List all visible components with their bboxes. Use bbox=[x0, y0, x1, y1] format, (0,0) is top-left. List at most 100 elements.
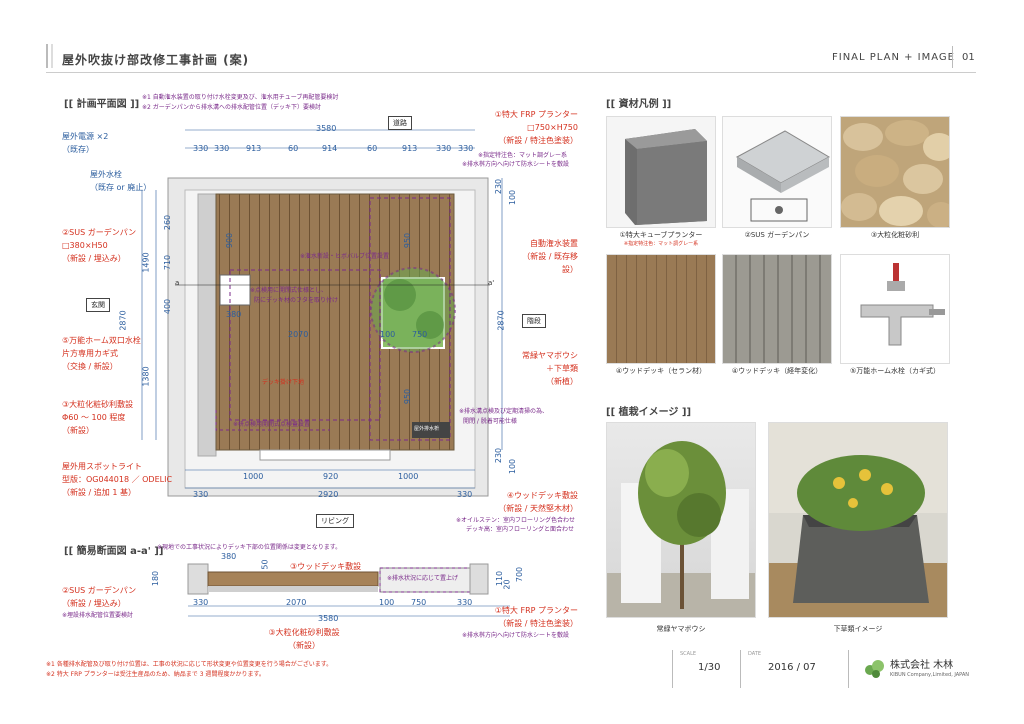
footer-note-1: ※1 各種排水配管及び取り付け位置は、工事の状況に応じて形状変更や位置変更を行う… bbox=[46, 661, 333, 668]
footer-scale-label: SCALE bbox=[680, 651, 697, 657]
material-photo-planter bbox=[606, 116, 716, 228]
inner-note-inspect-2: 防にデッキ材のフタを取り付け bbox=[254, 297, 339, 304]
dim-right-3: 2870 bbox=[496, 310, 506, 331]
dim-right-2: 100 bbox=[508, 189, 518, 206]
materials-title: [[ 資材凡例 ]] bbox=[606, 99, 672, 110]
planting-caption-2: 下草類イメージ bbox=[833, 625, 883, 633]
page-subtitle: FINAL PLAN + IMAGE bbox=[832, 52, 955, 63]
header-rule bbox=[46, 72, 976, 73]
section-callout-frp-planter: ①特大 FRP プランター（新設 / 特注色塗装） bbox=[494, 606, 578, 628]
sec-dim-3580: 3580 bbox=[318, 614, 339, 623]
sec-dim-2070: 2070 bbox=[286, 598, 307, 607]
material-caption-2: ②SUS ガーデンパン bbox=[744, 231, 810, 239]
callout-outdoor-faucet: 屋外水栓（既存 or 廃止） bbox=[90, 170, 152, 192]
dim-top-7: 913 bbox=[402, 144, 418, 153]
dim-right-1: 230 bbox=[494, 178, 504, 195]
dim-bottom-1: 1000 bbox=[243, 472, 264, 481]
callout-auto-irrigation: 自動潅水装置（新設 / 既存移設） bbox=[522, 239, 578, 274]
room-label-bottom: リビング bbox=[316, 514, 354, 528]
material-caption-1: ①特大キューブプランター bbox=[619, 231, 703, 239]
dim-left-3: 710 bbox=[163, 254, 173, 271]
dim-right-5: 100 bbox=[508, 458, 518, 475]
section-callout-frp-note: ※排水桝方向へ向けて防水シートを敷設 bbox=[462, 632, 570, 639]
callout-wood-deck-note-1: ※オイルステン：室内フローリング色合わせ bbox=[456, 517, 576, 524]
cut-marker-a-prime: a' bbox=[488, 279, 495, 287]
section-gravel-label: ③大粒化粧砂利敷設（新設） bbox=[268, 628, 340, 650]
planting-photo-yamaboushi bbox=[606, 422, 756, 618]
plan-note-2: ※2 ガーデンパンから排水溝への排水配管位置（デッキ下）要検討 bbox=[142, 104, 322, 111]
sec-dim-700: 700 bbox=[515, 566, 525, 583]
header-bar bbox=[46, 44, 48, 68]
dim-top-4: 60 bbox=[288, 144, 299, 153]
dim-inner-1: 380 bbox=[226, 310, 242, 319]
footer-date-label: DATE bbox=[748, 651, 762, 657]
material-caption-5: ④ウッドデッキ（経年変化） bbox=[731, 367, 823, 375]
material-photo-gravel bbox=[840, 116, 950, 228]
dim-top-6: 60 bbox=[367, 144, 378, 153]
inner-note-inspect-1: ※点検用に開閉式仕様とし、 bbox=[250, 287, 328, 294]
section-drawing bbox=[187, 563, 510, 617]
dim-bottom-5: 2920 bbox=[318, 490, 339, 499]
callout-dual-faucet: ⑤万能ホーム双口水栓片方専用カギ式（交換 / 新設） bbox=[62, 336, 141, 371]
gravel-strip-left bbox=[197, 193, 217, 457]
dim-inner-3: 100 bbox=[380, 330, 396, 339]
callout-outdoor-power: 屋外電源 ×2（既存） bbox=[62, 132, 109, 154]
inner-note-center: デッキ掛け下地 bbox=[262, 379, 305, 386]
callout-wood-deck-note-2: デッキ高：室内フローリングと面合わせ bbox=[466, 526, 575, 533]
inner-note-drain-1: ※排水溝点検及び定期清掃の為、 bbox=[459, 408, 549, 415]
garden-pan bbox=[219, 274, 251, 306]
room-label-left: 玄関 bbox=[86, 298, 110, 312]
section-deck-label: ③ウッドデッキ敷設 bbox=[290, 562, 362, 571]
callout-frp-planter-note-1: ※指定特注色：マット調グレー系 bbox=[478, 152, 568, 159]
material-caption-4: ④ウッドデッキ（セラン材） bbox=[615, 367, 707, 375]
material-photo-faucet bbox=[840, 254, 950, 364]
company-logo-icon bbox=[865, 660, 884, 678]
section-deck bbox=[207, 571, 379, 587]
dim-inner-2: 2070 bbox=[288, 330, 309, 339]
callout-frp-planter: ①特大 FRP プランター□750×H750（新設 / 特注色塗装） bbox=[494, 110, 578, 145]
header-bar-secondary bbox=[51, 44, 53, 68]
dim-top-9: 330 bbox=[458, 144, 474, 153]
section-callout-garden-pan: ②SUS ガーデンパン（新設 / 埋込み） bbox=[62, 586, 137, 608]
material-subcaption-1: ※指定特注色：マット調グレー系 bbox=[623, 241, 699, 247]
section-drain-note: ※排水状況に応じて置上げ bbox=[387, 575, 459, 582]
dim-bottom-6: 330 bbox=[457, 490, 473, 499]
dim-left-1: 260 bbox=[163, 214, 173, 231]
dim-bottom-3: 1000 bbox=[398, 472, 419, 481]
material-photo-deck-aged bbox=[722, 254, 832, 364]
dim-top-8: 330 bbox=[436, 144, 452, 153]
callout-yamaboushi: 常緑ヤマボウシ＋下草類（新植） bbox=[522, 351, 578, 386]
callout-wood-deck: ④ウッドデッキ敷設（新設 / 天然堅木材） bbox=[498, 491, 578, 513]
dim-left-2: 1490 bbox=[141, 252, 151, 273]
sec-dim-330b: 330 bbox=[457, 598, 473, 607]
sec-dim-380: 380 bbox=[221, 552, 237, 561]
sec-dim-100: 100 bbox=[379, 598, 395, 607]
dim-top-1: 330 bbox=[193, 144, 209, 153]
room-label-right: 階段 bbox=[522, 314, 546, 328]
dim-top-5: 914 bbox=[322, 144, 338, 153]
cut-marker-a: a bbox=[175, 279, 180, 287]
dim-left-7: 900 bbox=[225, 232, 235, 249]
section-callout-garden-pan-note: ※埋設排水配管位置要検討 bbox=[62, 612, 134, 619]
floor-plan-drawing bbox=[141, 129, 503, 497]
dim-inner-5: 950 bbox=[403, 232, 413, 249]
footer-divider-2 bbox=[740, 650, 741, 688]
room-label-top: 道路 bbox=[388, 116, 412, 130]
dim-left-4: 400 bbox=[163, 298, 173, 315]
sec-dim-50: 50 bbox=[260, 559, 270, 570]
sec-dim-750: 750 bbox=[411, 598, 427, 607]
inner-note-drip: ※潅水新設・ヒボバルブ位置設置 bbox=[300, 253, 390, 260]
sec-dim-20: 20 bbox=[502, 579, 512, 590]
section-title: [[ 簡易断面図 a-a' ]] bbox=[64, 546, 164, 557]
material-caption-6: ⑤万能ホーム水栓（カギ式） bbox=[849, 367, 941, 375]
inner-note-drain-2: 開閉 / 脱着可能仕様 bbox=[463, 418, 517, 425]
company-name: 株式会社 木林 bbox=[890, 660, 954, 671]
dim-inner-4: 750 bbox=[412, 330, 428, 339]
dim-right-4: 230 bbox=[494, 447, 504, 464]
sec-dim-180: 180 bbox=[151, 570, 161, 587]
inner-note-maint: ※枡点検用開閉式点検蓋設置 bbox=[233, 421, 311, 428]
footer-date: 2016 / 07 bbox=[768, 662, 816, 673]
material-caption-3: ③大粒化粧砂利 bbox=[870, 231, 920, 239]
dim-bottom-4: 330 bbox=[193, 490, 209, 499]
